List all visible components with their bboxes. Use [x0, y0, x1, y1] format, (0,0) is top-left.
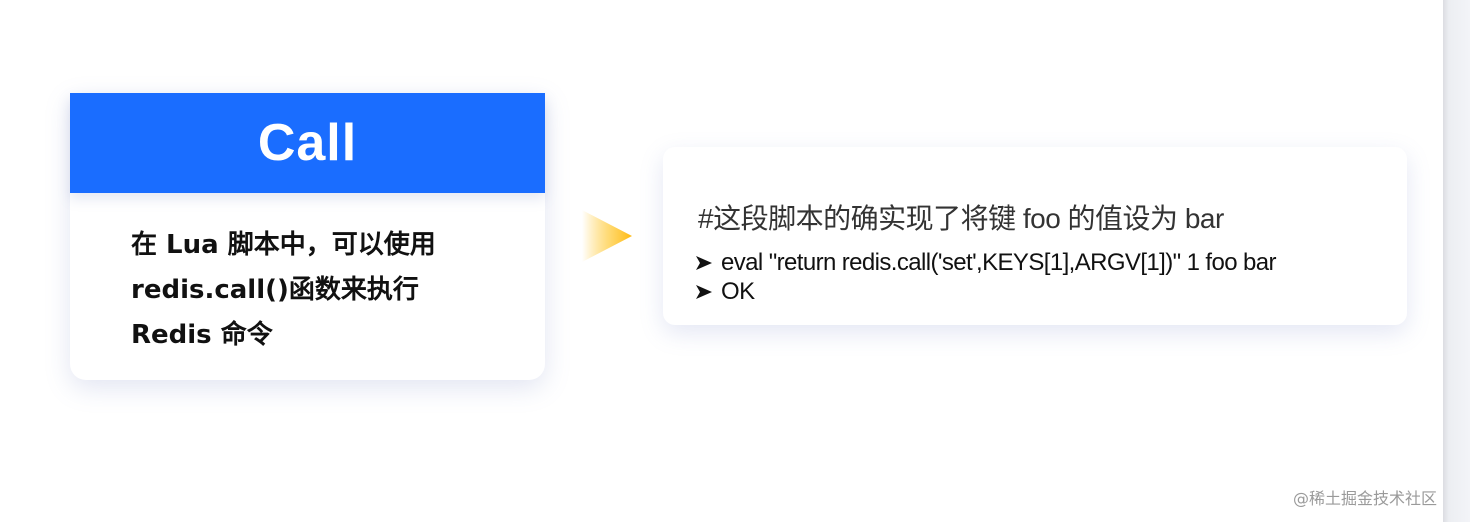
- triangle-right-icon: [582, 210, 632, 262]
- code-result-text: OK: [721, 278, 755, 305]
- code-line-result: OK: [696, 277, 1276, 306]
- call-card: Call 在 Lua 脚本中，可以使用 redis.call()函数来执行 Re…: [70, 93, 545, 380]
- code-example-card: #这段脚本的确实现了将键 foo 的值设为 bar eval "return r…: [663, 147, 1407, 325]
- call-card-description: 在 Lua 脚本中，可以使用 redis.call()函数来执行 Redis 命…: [131, 223, 511, 358]
- code-command-text: eval "return redis.call('set',KEYS[1],AR…: [721, 249, 1277, 276]
- code-line-command: eval "return redis.call('set',KEYS[1],AR…: [696, 248, 1277, 277]
- arrowhead-bullet-icon: [696, 255, 712, 270]
- watermark: @稀土掘金技术社区: [1293, 489, 1438, 508]
- arrowhead-bullet-icon: [696, 284, 712, 299]
- code-comment: #这段脚本的确实现了将键 foo 的值设为 bar: [698, 203, 1224, 234]
- call-card-title: Call: [257, 114, 358, 172]
- code-lines: eval "return redis.call('set',KEYS[1],AR…: [696, 248, 1277, 306]
- right-edge-band: [1443, 0, 1470, 522]
- description-line: redis.call()函数来执行: [131, 275, 419, 305]
- description-line: 在 Lua 脚本中，可以使用: [131, 230, 436, 260]
- call-card-header: Call: [70, 93, 545, 193]
- description-line: Redis 命令: [131, 320, 273, 350]
